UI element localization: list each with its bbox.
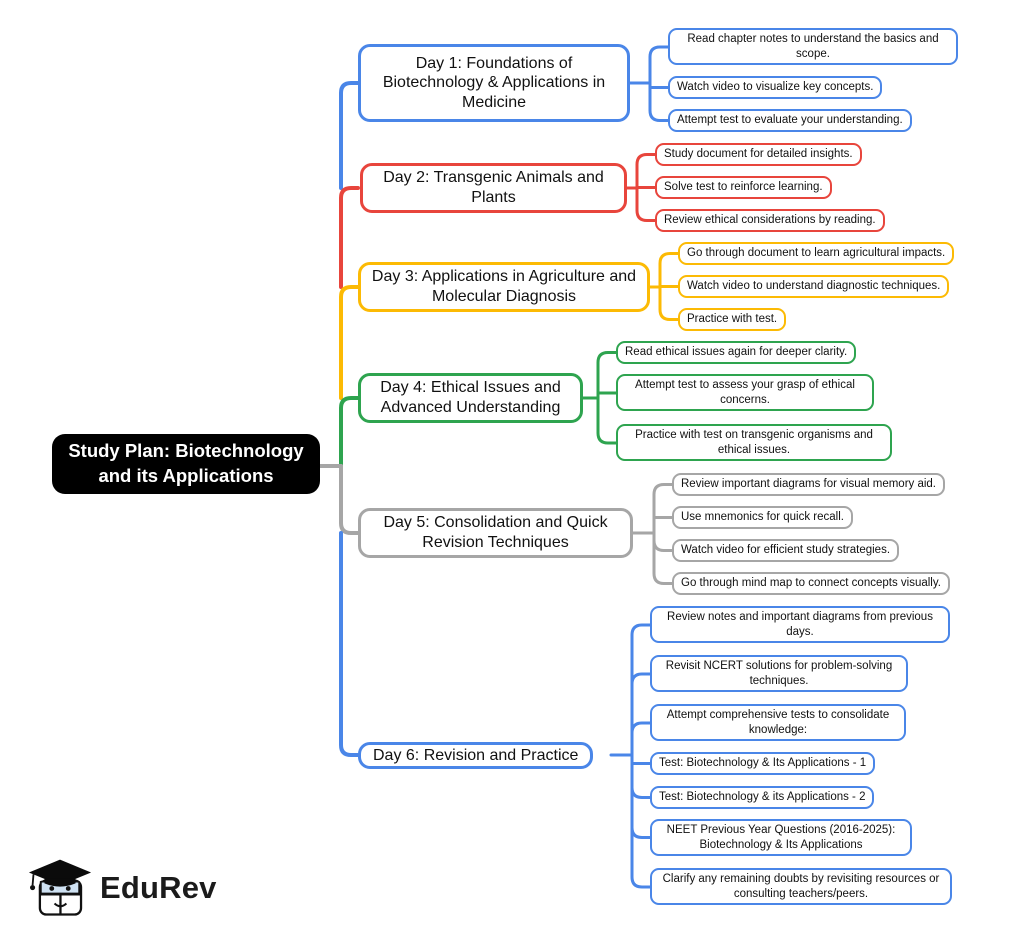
day-5-node[interactable]: Day 5: Consolidation and Quick Revision …: [358, 508, 633, 558]
day-2-node[interactable]: Day 2: Transgenic Animals and Plants: [360, 163, 627, 213]
edurev-brand-text: EduRev: [100, 870, 217, 905]
day-3-connectors: [648, 252, 680, 321]
day-5-task-1-label: Review important diagrams for visual mem…: [681, 478, 937, 490]
day-1-task-1[interactable]: Read chapter notes to understand the bas…: [668, 28, 958, 66]
day-2-task-1-label: Study document for detailed insights.: [664, 148, 853, 160]
day-3-task-3-label: Practice with test.: [687, 313, 778, 325]
day-1-task-3-label: Attempt test to evaluate your understand…: [677, 114, 903, 126]
day-5-task-1[interactable]: Review important diagrams for visual mem…: [672, 473, 946, 496]
trunk-connectors: [318, 81, 360, 757]
day-6-label: Day 6: Revision and Practice: [373, 746, 579, 764]
day-5-task-2[interactable]: Use mnemonics for quick recall.: [672, 506, 853, 529]
day-4-node[interactable]: Day 4: Ethical Issues and Advanced Under…: [358, 373, 583, 423]
day-6-task-2[interactable]: Revisit NCERT solutions for problem-solv…: [650, 655, 908, 693]
day-3-task-3[interactable]: Practice with test.: [678, 308, 787, 331]
day-2-task-3-label: Review ethical considerations by reading…: [664, 214, 876, 226]
day-6-task-1-label: Review notes and important diagrams from…: [667, 611, 933, 638]
day-5-task-3[interactable]: Watch video for efficient study strategi…: [672, 539, 900, 562]
day-5-task-4[interactable]: Go through mind map to connect concepts …: [672, 572, 950, 595]
day-4-task-3-label: Practice with test on transgenic organis…: [635, 429, 873, 456]
day-1-task-1-label: Read chapter notes to understand the bas…: [687, 33, 939, 60]
day-3-task-2-label: Watch video to understand diagnostic tec…: [687, 280, 941, 292]
day-6-task-4[interactable]: Test: Biotechnology & Its Applications -…: [650, 752, 876, 775]
day-6-task-6-label: NEET Previous Year Questions (2016-2025)…: [666, 824, 896, 851]
day-2-label: Day 2: Transgenic Animals and Plants: [383, 169, 604, 206]
day-6-task-1[interactable]: Review notes and important diagrams from…: [650, 606, 950, 644]
day-4-task-1-label: Read ethical issues again for deeper cla…: [625, 346, 848, 358]
day-6-task-5-label: Test: Biotechnology & its Applications -…: [659, 791, 866, 803]
day-1-label: Day 1: Foundations of Biotechnology & Ap…: [382, 54, 606, 111]
day-3-label: Day 3: Applications in Agriculture and M…: [371, 268, 637, 305]
day-6-task-6[interactable]: NEET Previous Year Questions (2016-2025)…: [650, 819, 912, 857]
day-4-task-2-label: Attempt test to assess your grasp of eth…: [635, 379, 855, 406]
edurev-mascot-icon: [28, 859, 92, 916]
day-4-task-1[interactable]: Read ethical issues again for deeper cla…: [616, 341, 857, 364]
day-1-task-3[interactable]: Attempt test to evaluate your understand…: [668, 109, 912, 132]
day-2-task-1[interactable]: Study document for detailed insights.: [655, 143, 862, 166]
day-6-task-3[interactable]: Attempt comprehensive tests to consolida…: [650, 704, 906, 742]
day-6-task-7-label: Clarify any remaining doubts by revisiti…: [662, 873, 940, 900]
day-5-connectors: [631, 483, 674, 585]
day-1-node[interactable]: Day 1: Foundations of Biotechnology & Ap…: [358, 44, 630, 122]
day-3-task-2[interactable]: Watch video to understand diagnostic tec…: [678, 275, 950, 298]
day-4-task-3[interactable]: Practice with test on transgenic organis…: [616, 424, 892, 462]
day-5-task-3-label: Watch video for efficient study strategi…: [681, 544, 891, 556]
day-6-connectors: [609, 623, 652, 889]
day-1-task-2-label: Watch video to visualize key concepts.: [677, 81, 874, 93]
day-5-task-2-label: Use mnemonics for quick recall.: [681, 511, 844, 523]
edurev-logo[interactable]: EduRev: [28, 858, 217, 918]
day-6-task-7[interactable]: Clarify any remaining doubts by revisiti…: [650, 868, 952, 906]
day-5-task-4-label: Go through mind map to connect concepts …: [681, 577, 941, 589]
day-6-task-2-label: Revisit NCERT solutions for problem-solv…: [665, 660, 893, 687]
day-2-connectors: [625, 153, 657, 222]
day-4-task-2[interactable]: Attempt test to assess your grasp of eth…: [616, 374, 874, 412]
day-3-task-1-label: Go through document to learn agricultura…: [687, 247, 946, 259]
day-6-task-5[interactable]: Test: Biotechnology & its Applications -…: [650, 786, 875, 809]
day-1-task-2[interactable]: Watch video to visualize key concepts.: [668, 76, 883, 99]
day-2-task-2[interactable]: Solve test to reinforce learning.: [655, 176, 832, 199]
day-6-task-4-label: Test: Biotechnology & Its Applications -…: [659, 757, 867, 769]
day-5-label: Day 5: Consolidation and Quick Revision …: [383, 514, 608, 551]
day-4-label: Day 4: Ethical Issues and Advanced Under…: [380, 379, 561, 416]
day-1-connectors: [628, 45, 670, 122]
day-6-task-3-label: Attempt comprehensive tests to consolida…: [666, 709, 890, 736]
root-node-label: Study Plan: Biotechnology and its Applic…: [68, 440, 304, 486]
day-4-connectors: [581, 351, 618, 445]
day-2-task-2-label: Solve test to reinforce learning.: [664, 181, 823, 193]
day-6-node[interactable]: Day 6: Revision and Practice: [358, 742, 594, 769]
root-node[interactable]: Study Plan: Biotechnology and its Applic…: [52, 434, 320, 494]
day-2-task-3[interactable]: Review ethical considerations by reading…: [655, 209, 885, 232]
day-3-node[interactable]: Day 3: Applications in Agriculture and M…: [358, 262, 650, 312]
day-3-task-1[interactable]: Go through document to learn agricultura…: [678, 242, 955, 265]
